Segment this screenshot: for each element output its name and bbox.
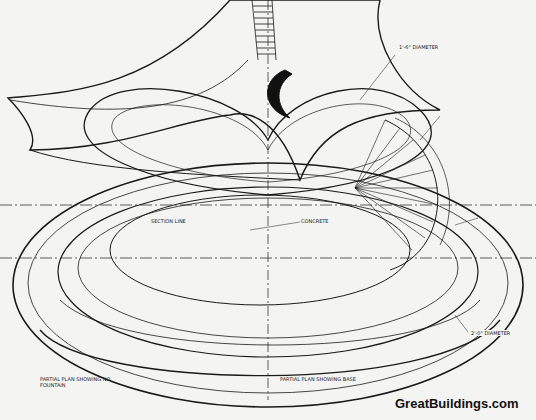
plan-title: PARTIAL PLAN SHOWING NO FOUNTAIN <box>40 376 130 388</box>
plan-title: PARTIAL PLAN SHOWING BASE <box>280 376 356 382</box>
note-text: SECTION LINE <box>150 218 187 224</box>
note-text: 2'-0" DIAMETER <box>470 330 511 336</box>
note-text: CONCRETE <box>300 218 330 224</box>
watermark: GreatBuildings.com <box>395 396 519 411</box>
note-text: 1'-6" DIAMETER <box>398 44 439 50</box>
